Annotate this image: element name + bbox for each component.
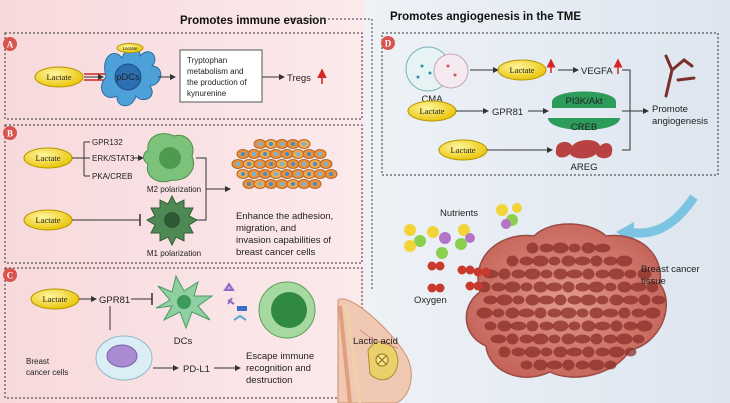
pdc-nucleus [114,63,142,91]
escape-line-2: recognition and [246,363,311,374]
tissue-line-1: Breast cancer [641,264,700,275]
oxygen-molecules-icon [427,261,491,293]
kyn-line-2: metabolism and [187,67,243,76]
badge-c-label: C [7,271,14,281]
m1-label: M1 polarization [147,249,201,258]
panel-d: D CMA Lactate VEGFA Lactate GPR81 PI3K/A… [381,32,719,176]
receptor-bar [237,306,247,311]
lactate-label-d3: Lactate [450,145,475,155]
pdl1-label: PD-L1 [183,364,210,375]
badge-b [3,126,17,140]
m1-nucleus [164,212,180,228]
escape-line-1: Escape immune [246,351,314,362]
lactate-label-b1: Lactate [35,153,60,163]
areg-label: AREG [571,162,598,173]
lactate-receptor-small-label: Lactate [123,46,138,51]
lactate-pill-d1 [497,59,547,81]
lactic-acid-label: Lactic acid [353,336,398,347]
kyn-line-3: the production of [187,78,247,87]
header-angiogenesis: Promotes angiogenesis in the TME [390,11,581,23]
gpr81-label-d: GPR81 [492,107,523,118]
nutrient-molecules-icon [404,203,522,259]
lactate-label-a: Lactate [46,72,71,82]
pi3k-label: PI3K/Akt [566,96,603,107]
header-immune-evasion: Promotes immune evasion [180,15,326,27]
lactate-pill-a [34,66,84,88]
creb-label: CREB [571,122,597,133]
breast-cells-line-2: cancer cells [26,368,68,377]
vegfa-label: VEGFA [581,66,613,77]
pathway-erk-stat3: ERK/STAT3 [92,154,135,163]
tissue-line-2: tissue [641,276,666,287]
promote-line-1: Promote [652,104,688,115]
pathway-pka-creb: PKA/CREB [92,172,132,181]
tme-scene: Breast cancer tissue Nutrients Oxygen [337,194,700,403]
curved-arrow [627,194,698,238]
kynurenine-box [179,49,263,103]
badge-c [3,268,17,282]
kyn-line-1: Tryptophan [187,56,227,65]
m2-label: M2 polarization [147,185,201,194]
nutrients-label: Nutrients [440,208,478,219]
lactate-label-d1: Lactate [509,65,534,75]
gpr81-label-c: GPR81 [99,295,130,306]
creb-shape [548,118,620,130]
panel-a: A Lactate pDCs Lactate Tryptophan metabo… [3,32,363,120]
oxygen-label: Oxygen [414,295,447,306]
kyn-line-4: kynurenine [187,89,227,98]
effect-line-3: invasion capabilities of [236,235,331,246]
pi3k-shape [552,91,616,108]
panel-b: B Lactate GPR132 ERK/STAT3 PKA/CREB M2 p… [3,124,363,264]
lactate-label-b2: Lactate [35,215,60,225]
blood-vessel-icon [664,54,696,98]
badge-d-label: D [385,39,392,49]
tregs-label: Tregs [287,73,311,84]
dc-nucleus [177,295,191,309]
effect-line-2: migration, and [236,223,296,234]
breast-cancer-nucleus [106,344,138,368]
areg-shape [555,140,613,159]
breast-cells-line-1: Breast [26,357,50,366]
pathway-gpr132: GPR132 [92,138,123,147]
badge-d [381,36,395,50]
lactate-label-d2: Lactate [419,106,444,116]
t-cell-nucleus [271,292,307,328]
breast-anatomy-icon [337,298,412,403]
tumor-cluster-icon [231,139,338,189]
m2-nucleus [159,147,181,169]
lactate-label-c: Lactate [42,294,67,304]
badge-b-label: B [7,129,13,139]
pdc-label: pDCs [116,72,140,83]
antigen-icon [223,282,235,305]
effect-line-4: breast cancer cells [236,247,315,258]
promote-line-2: angiogenesis [652,116,708,127]
panel-c: C Lactate GPR81 DCs Breast cancer cells … [3,267,363,399]
badge-a-label: A [7,40,14,50]
cma-label: CMA [421,94,443,105]
dcs-label: DCs [174,336,193,347]
escape-line-3: destruction [246,375,292,386]
badge-a [3,37,17,51]
lactate-receptor-small [116,43,144,53]
effect-line-1: Enhance the adhesion, [236,211,333,222]
